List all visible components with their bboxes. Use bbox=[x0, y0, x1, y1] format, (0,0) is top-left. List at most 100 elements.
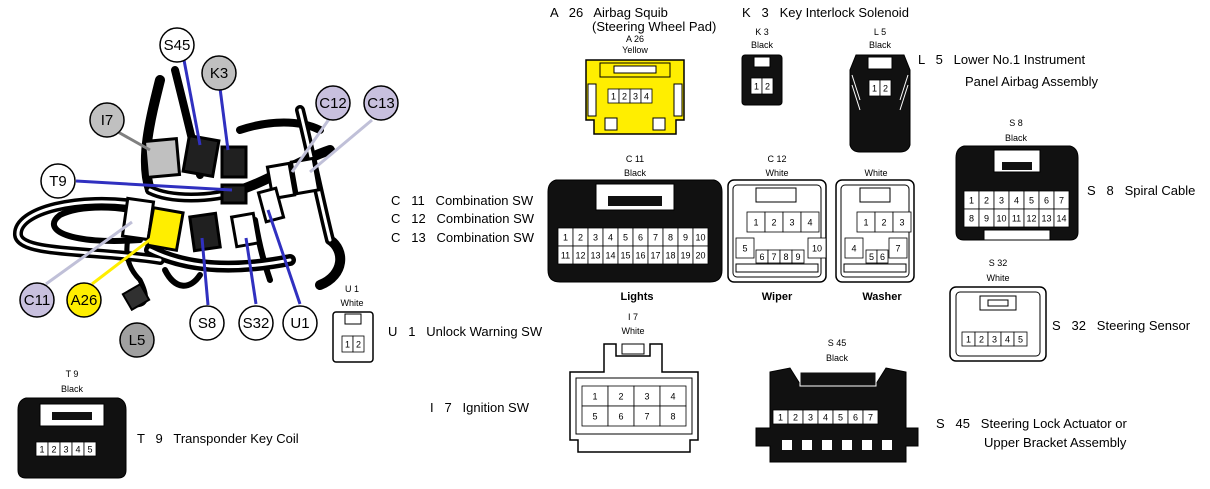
callout-c13-label: C13 bbox=[367, 95, 395, 112]
callout-c12-label: C12 bbox=[319, 95, 347, 112]
pin-label: 10 bbox=[695, 233, 705, 243]
pin-s32-5: 5 bbox=[1013, 331, 1028, 347]
callout-l5[interactable]: L5 bbox=[119, 322, 155, 358]
pin-s8-13: 13 bbox=[1038, 208, 1055, 228]
pin-label: 4 bbox=[807, 218, 812, 228]
pin-c13-1: 1 bbox=[856, 211, 876, 233]
pin-c11-4: 4 bbox=[602, 227, 619, 247]
pin-label: 1 bbox=[754, 82, 759, 92]
label-a26-line1: A 26 Airbag Squib bbox=[550, 5, 668, 20]
pin-s32-3: 3 bbox=[987, 331, 1002, 347]
callout-s45-label: S45 bbox=[164, 37, 191, 54]
callout-u1[interactable]: U1 bbox=[282, 305, 318, 341]
callout-s32[interactable]: S32 bbox=[238, 305, 274, 341]
pin-t9-4: 4 bbox=[71, 441, 85, 457]
pin-label: 12 bbox=[1026, 214, 1036, 224]
pin-s45-2: 2 bbox=[787, 409, 804, 425]
label-c11: C 11 Combination SW bbox=[391, 193, 534, 208]
pin-label: 4 bbox=[608, 233, 613, 243]
pin-label: 1 bbox=[563, 233, 568, 243]
pin-c11-16: 16 bbox=[632, 245, 649, 265]
pin-c13-5: 5 bbox=[865, 249, 878, 264]
callout-c11[interactable]: C11 bbox=[19, 282, 55, 318]
pin-s32-1: 1 bbox=[961, 331, 976, 347]
callout-s32-label: S32 bbox=[243, 315, 270, 332]
label-u1: U 1 Unlock Warning SW bbox=[388, 324, 543, 339]
pin-i7-2: 2 bbox=[607, 385, 635, 407]
pin-c11-14: 14 bbox=[602, 245, 619, 265]
connector-a26-color: Yellow bbox=[622, 45, 648, 55]
pin-c11-13: 13 bbox=[587, 245, 604, 265]
pin-s8-7: 7 bbox=[1053, 190, 1070, 210]
pin-label: 3 bbox=[593, 233, 598, 243]
callout-t9[interactable]: T9 bbox=[40, 163, 76, 199]
callout-k3-label: K3 bbox=[210, 65, 228, 82]
pin-i7-7: 7 bbox=[633, 405, 661, 427]
callout-s45[interactable]: S45 bbox=[159, 27, 195, 63]
pin-label: 3 bbox=[808, 413, 813, 423]
pin-i7-6: 6 bbox=[607, 405, 635, 427]
pin-s8-10: 10 bbox=[993, 208, 1010, 228]
pin-label: 7 bbox=[644, 412, 649, 422]
pin-label: 5 bbox=[869, 252, 874, 262]
pin-label: 16 bbox=[635, 251, 645, 261]
pin-label: 2 bbox=[356, 340, 361, 350]
pin-c11-1: 1 bbox=[557, 227, 574, 247]
pin-label: 15 bbox=[620, 251, 630, 261]
pin-l5-1: 1 bbox=[868, 79, 881, 97]
callout-a26[interactable]: A26 bbox=[66, 282, 102, 318]
label-k3: K 3 Key Interlock Solenoid bbox=[742, 5, 909, 20]
connector-s8-code: S 8 bbox=[1009, 118, 1023, 128]
callout-s8[interactable]: S8 bbox=[189, 305, 225, 341]
callout-c12[interactable]: C12 bbox=[315, 85, 351, 121]
pin-label: 3 bbox=[992, 335, 997, 345]
pin-label: 6 bbox=[759, 252, 764, 262]
pin-label: 5 bbox=[742, 244, 747, 254]
leader-lines bbox=[45, 59, 373, 306]
pin-s8-9: 9 bbox=[978, 208, 995, 228]
connector-c11-color: Black bbox=[624, 168, 647, 178]
pin-c13-4: 4 bbox=[844, 237, 864, 259]
pin-label: 12 bbox=[575, 251, 585, 261]
pin-label: 5 bbox=[623, 233, 628, 243]
callout-i7[interactable]: I7 bbox=[89, 102, 125, 138]
pin-label: 18 bbox=[665, 251, 675, 261]
pin-a26-4: 4 bbox=[640, 88, 653, 104]
pin-c12-8: 8 bbox=[779, 249, 793, 264]
pin-t9-2: 2 bbox=[47, 441, 61, 457]
pin-label: 5 bbox=[592, 412, 597, 422]
connector-c11-code: C 11 bbox=[626, 154, 644, 164]
pin-s45-6: 6 bbox=[847, 409, 864, 425]
pin-label: 4 bbox=[1005, 335, 1010, 345]
pin-label: 1 bbox=[863, 218, 868, 228]
label-c12: C 12 Combination SW bbox=[391, 211, 535, 226]
pin-c13-3: 3 bbox=[892, 211, 912, 233]
pin-s32-4: 4 bbox=[1000, 331, 1015, 347]
component-labels: A 26 Airbag Squib (Steering Wheel Pad) K… bbox=[137, 5, 1195, 450]
pin-k3-2: 2 bbox=[761, 77, 774, 95]
pin-label: 14 bbox=[1056, 214, 1066, 224]
pin-label: 1 bbox=[592, 392, 597, 402]
pin-a26-1: 1 bbox=[607, 88, 620, 104]
pin-label: 3 bbox=[999, 196, 1004, 206]
pin-s8-2: 2 bbox=[978, 190, 995, 210]
connector-i7-code: I 7 bbox=[628, 312, 638, 322]
pin-s8-6: 6 bbox=[1038, 190, 1055, 210]
pin-label: 3 bbox=[633, 92, 638, 102]
connector-s8-color: Black bbox=[1005, 133, 1028, 143]
pin-c11-6: 6 bbox=[632, 227, 649, 247]
callout-k3[interactable]: K3 bbox=[201, 55, 237, 91]
callout-c13[interactable]: C13 bbox=[363, 85, 399, 121]
pin-s8-11: 11 bbox=[1008, 208, 1025, 228]
label-t9: T 9 Transponder Key Coil bbox=[137, 431, 299, 446]
pin-label: 2 bbox=[765, 82, 770, 92]
pin-c13-7: 7 bbox=[888, 237, 908, 259]
connector-s32-code: S 32 bbox=[989, 258, 1008, 268]
